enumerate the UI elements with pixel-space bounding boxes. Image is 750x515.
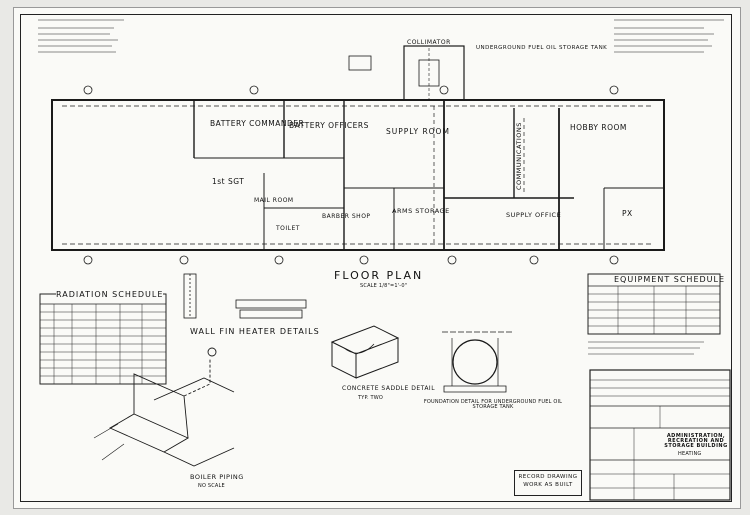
floor-plan-title: FLOOR PLAN xyxy=(334,269,424,282)
stamp-line-1: RECORD DRAWING xyxy=(518,474,578,480)
title-block-project: ADMINISTRATION, RECREATION AND STORAGE B… xyxy=(664,433,728,449)
room-communications: COMMUNICATIONS xyxy=(515,122,523,190)
room-barber-shop: BARBER SHOP xyxy=(322,213,371,220)
title-block-frame xyxy=(589,369,731,501)
sheet-border xyxy=(20,14,732,502)
room-supply-office: SUPPLY OFFICE xyxy=(506,211,562,219)
radiation-schedule-title: RADIATION SCHEDULE xyxy=(56,290,164,299)
title-block-sheet-type: HEATING xyxy=(678,451,702,457)
concrete-saddle-title: CONCRETE SADDLE DETAIL xyxy=(342,385,436,392)
radiation-schedule-grid xyxy=(39,293,167,385)
boiler-piping-title: BOILER PIPING xyxy=(190,473,244,481)
concrete-saddle-subtitle: TYP. TWO xyxy=(358,395,384,401)
boiler-piping-scale: NO SCALE xyxy=(198,483,225,489)
record-drawing-stamp: RECORD DRAWING WORK AS BUILT xyxy=(514,470,582,496)
room-toilet: TOILET xyxy=(276,225,300,232)
wall-fin-detail-title: WALL FIN HEATER DETAILS xyxy=(190,327,320,336)
drawing-sheet: BATTERY COMMANDER BATTERY OFFICERS SUPPL… xyxy=(14,8,740,508)
room-battery-officers: BATTERY OFFICERS xyxy=(289,121,369,130)
fuel-tank-note: UNDERGROUND FUEL OIL STORAGE TANK xyxy=(476,45,608,51)
room-hobby-room: HOBBY ROOM xyxy=(570,123,627,132)
foundation-detail-title: FOUNDATION DETAIL FOR UNDERGROUND FUEL O… xyxy=(423,399,563,410)
room-px: PX xyxy=(622,209,633,218)
room-first-sgt: 1st SGT xyxy=(212,177,245,186)
floor-plan-scale: SCALE 1/8"=1'-0" xyxy=(360,283,408,289)
room-battery-commander: BATTERY COMMANDER xyxy=(210,119,305,128)
room-mail-room: MAIL ROOM xyxy=(254,197,294,204)
equipment-schedule-title: EQUIPMENT SCHEDULE xyxy=(614,275,726,284)
collimator-label: COLLIMATOR xyxy=(407,39,451,46)
floor-plan-linework xyxy=(38,19,731,501)
room-supply-room: SUPPLY ROOM xyxy=(386,127,450,136)
room-arms-storage: ARMS STORAGE xyxy=(392,207,450,215)
stamp-line-2: WORK AS BUILT xyxy=(523,481,573,488)
equipment-schedule-grid xyxy=(587,273,721,355)
